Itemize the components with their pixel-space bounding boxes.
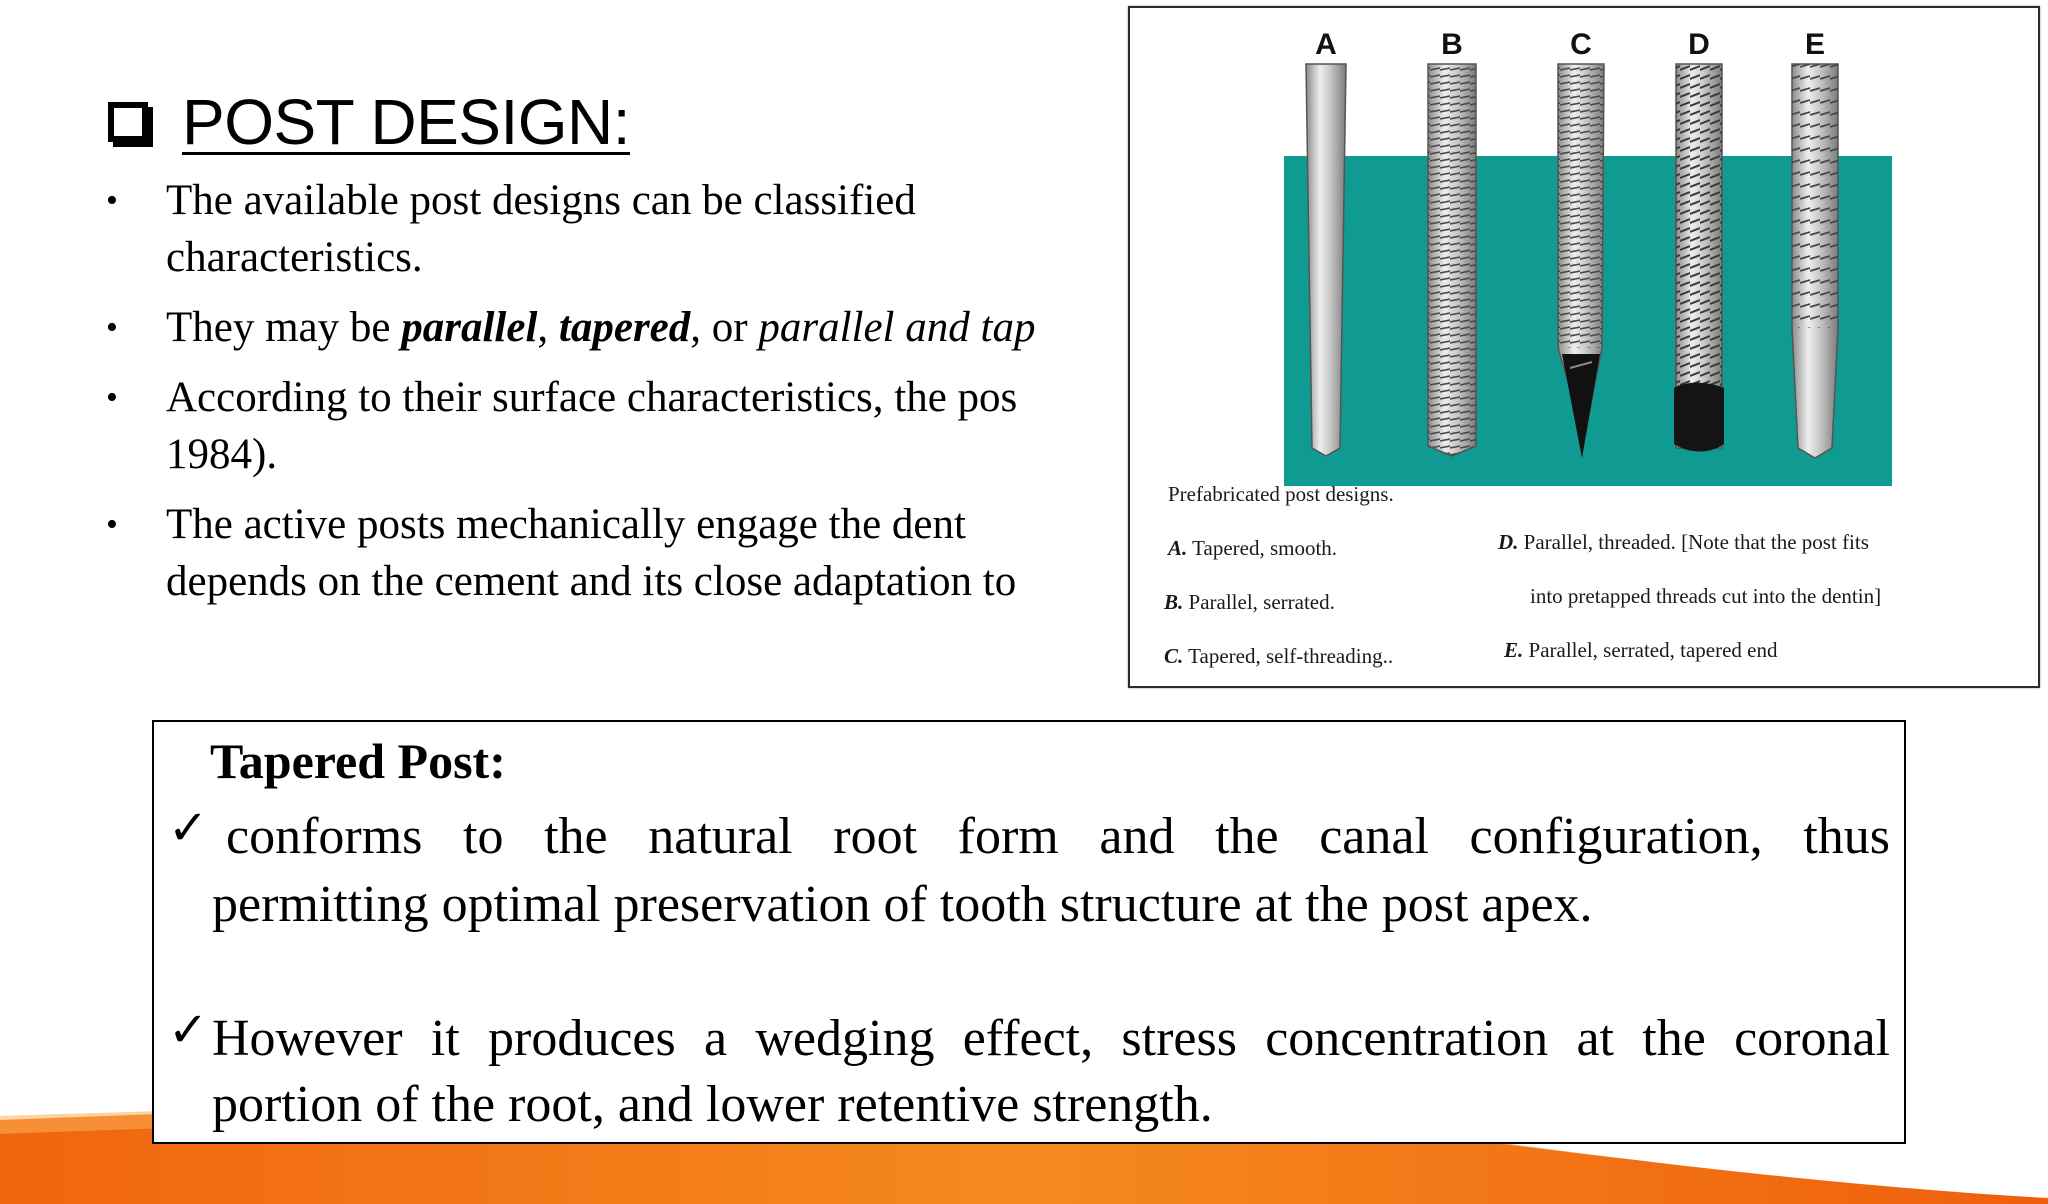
point-2-line-1: However it produces a wedging effect, st… — [212, 1010, 1890, 1067]
checkmark-icon: ✓ — [168, 1004, 209, 1057]
checkmark-icon: ✓ — [168, 802, 209, 855]
page-heading: POST DESIGN: — [108, 82, 631, 162]
list-item: • The available post designs can be clas… — [100, 172, 1120, 286]
caption-e: E. Parallel, serrated, tapered end — [1504, 638, 1778, 662]
post-letter: E — [1805, 28, 1825, 61]
post-letter: C — [1570, 28, 1592, 61]
bullet-text: 1984). — [166, 431, 278, 478]
post-letter: B — [1441, 28, 1463, 61]
bullet-text: depends on the cement and its close adap… — [166, 558, 1017, 605]
bullet-list: • The available post designs can be clas… — [100, 172, 1120, 623]
post-b — [1427, 63, 1477, 457]
bullet-icon: • — [106, 309, 118, 346]
bullet-icon: • — [106, 182, 118, 219]
caption-d-continued: into pretapped threads cut into the dent… — [1530, 584, 1882, 608]
post-e — [1791, 63, 1839, 459]
post-a — [1305, 63, 1347, 457]
separator: , or — [690, 304, 759, 351]
caption-title: Prefabricated post designs. — [1168, 482, 1394, 506]
bullet-text: The active posts mechanically engage the… — [166, 501, 966, 548]
post-letter: A — [1315, 28, 1337, 61]
tapered-post-box: Tapered Post: ✓ conforms to the natural … — [152, 720, 1906, 1144]
point-1-line-2: permitting optimal preservation of tooth… — [212, 876, 1593, 933]
caption-b: B. Parallel, serrated. — [1164, 590, 1335, 614]
caption-a: A. Tapered, smooth. — [1168, 536, 1338, 560]
emphasis-parallel-tapered: parallel and tap — [758, 304, 1036, 351]
list-item: • They may be parallel, tapered, or para… — [100, 299, 1120, 356]
post-letter: D — [1688, 28, 1710, 61]
point-1-line-1: conforms to the natural root form and th… — [226, 808, 1890, 865]
bullet-text: characteristics. — [166, 234, 423, 281]
post-c — [1557, 63, 1605, 458]
point-2-line-2: portion of the root, and lower retentive… — [212, 1076, 1213, 1133]
bullet-text: The available post designs can be classi… — [166, 177, 916, 224]
bullet-text: They may be — [166, 304, 402, 351]
separator: , — [537, 304, 559, 351]
page-title: POST DESIGN: — [182, 86, 631, 158]
caption-d: D. Parallel, threaded. [Note that the po… — [1498, 530, 1869, 554]
bullet-text: According to their surface characteristi… — [166, 374, 1018, 421]
caption-c: C. Tapered, self-threading.. — [1164, 644, 1394, 668]
bullet-icon: • — [106, 506, 118, 543]
tapered-post-title: Tapered Post: — [210, 733, 506, 789]
checkbox-bullet-icon — [108, 102, 148, 142]
bullet-icon: • — [106, 379, 118, 416]
post-designs-figure: A B C D E Prefabricated post designs. A.… — [1128, 6, 2040, 688]
post-d — [1674, 63, 1724, 452]
post-designs-illustration: A B C D E — [1284, 28, 1892, 486]
list-item: • The active posts mechanically engage t… — [100, 496, 1120, 610]
list-item: • According to their surface characteris… — [100, 369, 1120, 483]
emphasis-tapered: tapered — [558, 304, 691, 351]
emphasis-parallel: parallel — [401, 304, 538, 351]
